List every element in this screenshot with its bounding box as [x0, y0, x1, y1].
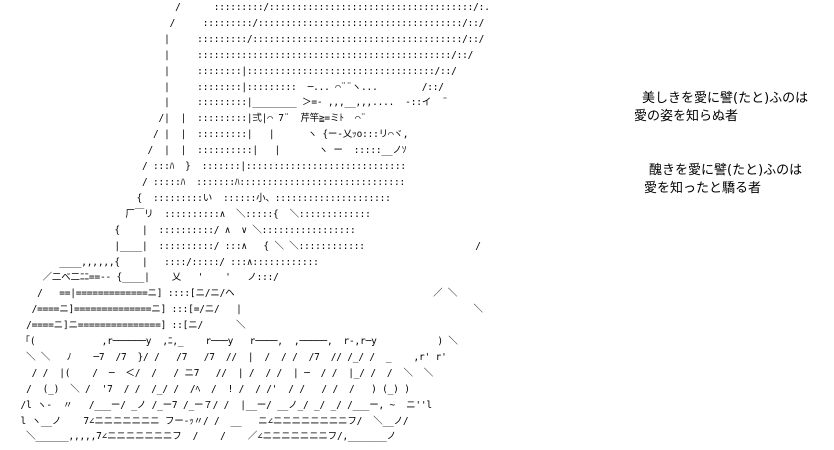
ascii-art-panel: / :::::::::/::::::::::::::::::::::::::::…: [20, 2, 490, 443]
verse-ugly: 醜きを愛に譬(たと)ふのは 愛を知ったと驕る者: [644, 162, 802, 198]
verse-beautiful: 美しきを愛に譬(たと)ふのは 愛の姿を知らぬ者: [634, 90, 808, 126]
verse-line: 愛の姿を知らぬ者: [634, 109, 739, 124]
ascii-art-figure: / :::::::::/::::::::::::::::::::::::::::…: [20, 2, 490, 443]
verse-line: 醜きを愛に譬(たと)ふのは: [649, 163, 803, 178]
verse-line: 美しきを愛に譬(たと)ふのは: [642, 91, 809, 106]
verse-line: 愛を知ったと驕る者: [644, 181, 762, 196]
